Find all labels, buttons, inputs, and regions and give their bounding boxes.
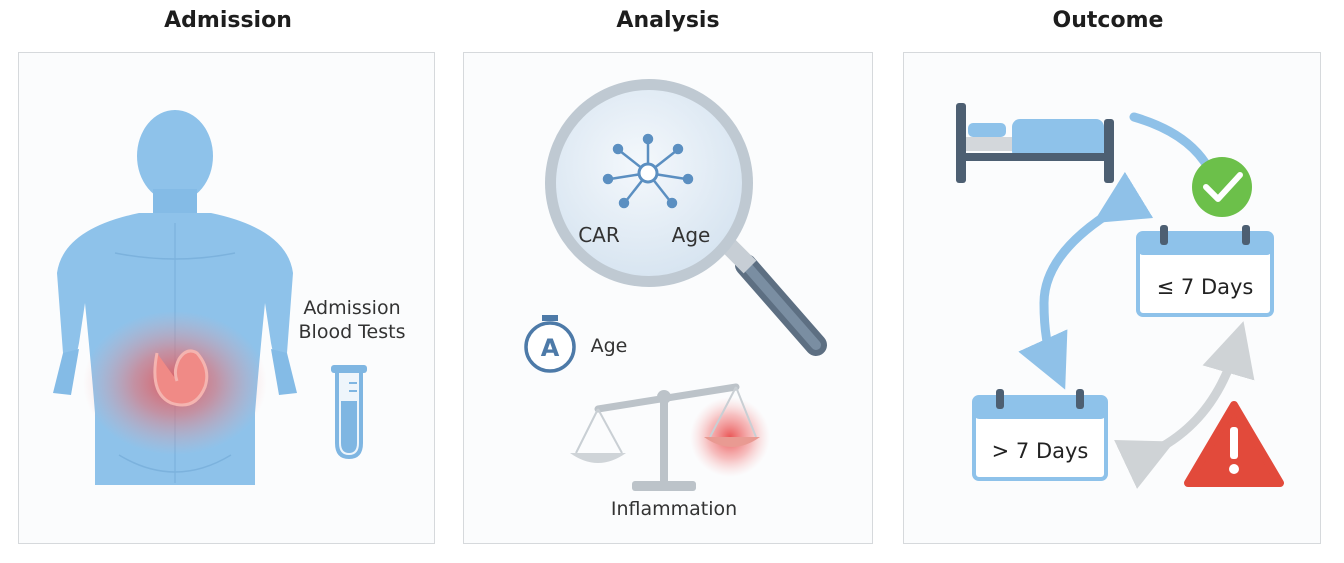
warning-icon xyxy=(1184,401,1284,487)
title-analysis: Analysis xyxy=(616,8,720,33)
blood-tests-label-line2: Blood Tests xyxy=(298,321,406,343)
outcome-panel: ≤ 7 Days > 7 Days xyxy=(903,52,1321,544)
blood-tests-label-line1: Admission xyxy=(303,297,401,319)
blue-transition-arrow xyxy=(1018,171,1154,390)
inflammation-label: Inflammation xyxy=(610,498,738,520)
network-molecule-icon xyxy=(602,133,694,209)
admission-panel: Admission Blood Tests xyxy=(18,52,435,544)
title-admission: Admission xyxy=(164,8,292,33)
test-tube-icon xyxy=(331,365,367,460)
calendar-long-stay-icon xyxy=(972,389,1108,481)
stopwatch-icon xyxy=(524,315,576,373)
stopwatch-letter: A xyxy=(540,334,560,362)
short-stay-label: ≤ 7 Days xyxy=(1156,275,1254,299)
gray-transition-arrow xyxy=(1114,321,1255,489)
title-outcome: Outcome xyxy=(1052,8,1164,33)
outcome-illustration xyxy=(956,103,1284,489)
inflamed-stomach-icon xyxy=(83,311,267,455)
calendar-short-stay-icon xyxy=(1136,225,1274,317)
admission-illustration xyxy=(53,110,367,485)
timer-age-label: Age xyxy=(590,335,628,357)
balance-scale-icon xyxy=(570,383,770,491)
lens-age-label: Age xyxy=(671,223,711,247)
analysis-illustration xyxy=(524,79,827,491)
car-label: CAR xyxy=(578,223,620,247)
long-stay-label: > 7 Days xyxy=(991,439,1089,463)
checkmark-icon xyxy=(1192,157,1252,217)
magnifying-glass-icon xyxy=(545,79,827,356)
hospital-bed-icon xyxy=(956,103,1114,183)
analysis-panel: CAR Age A Age Inflammation xyxy=(463,52,873,544)
